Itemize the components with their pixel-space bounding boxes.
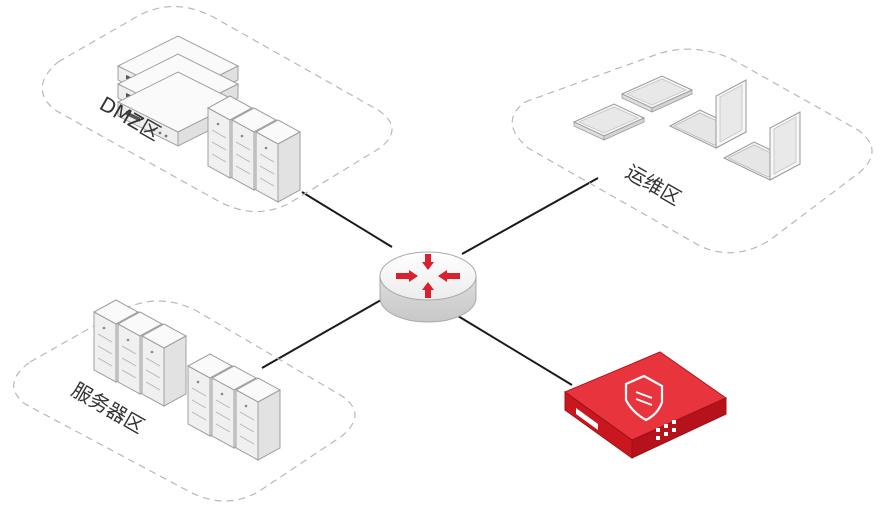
server-zone-boundary xyxy=(13,300,356,502)
ops-zone-boundary xyxy=(511,48,873,254)
link-dmz-to-router xyxy=(301,191,393,248)
laptop-tablet-icon xyxy=(573,75,801,181)
link-server-to-router xyxy=(261,299,382,369)
link-ops-to-router xyxy=(461,177,599,255)
ops-zone-label: 运维区 xyxy=(622,160,686,211)
router-icon xyxy=(379,251,477,323)
link-group xyxy=(261,177,599,386)
link-router-to-firewall xyxy=(457,315,573,386)
ops-zone: 运维区 xyxy=(511,48,873,254)
dmz-zone: DMZ区 xyxy=(41,5,393,213)
server-tower-icon xyxy=(93,299,281,461)
firewall-appliance-icon xyxy=(563,351,728,459)
server-zone: 服务器区 xyxy=(13,299,356,502)
